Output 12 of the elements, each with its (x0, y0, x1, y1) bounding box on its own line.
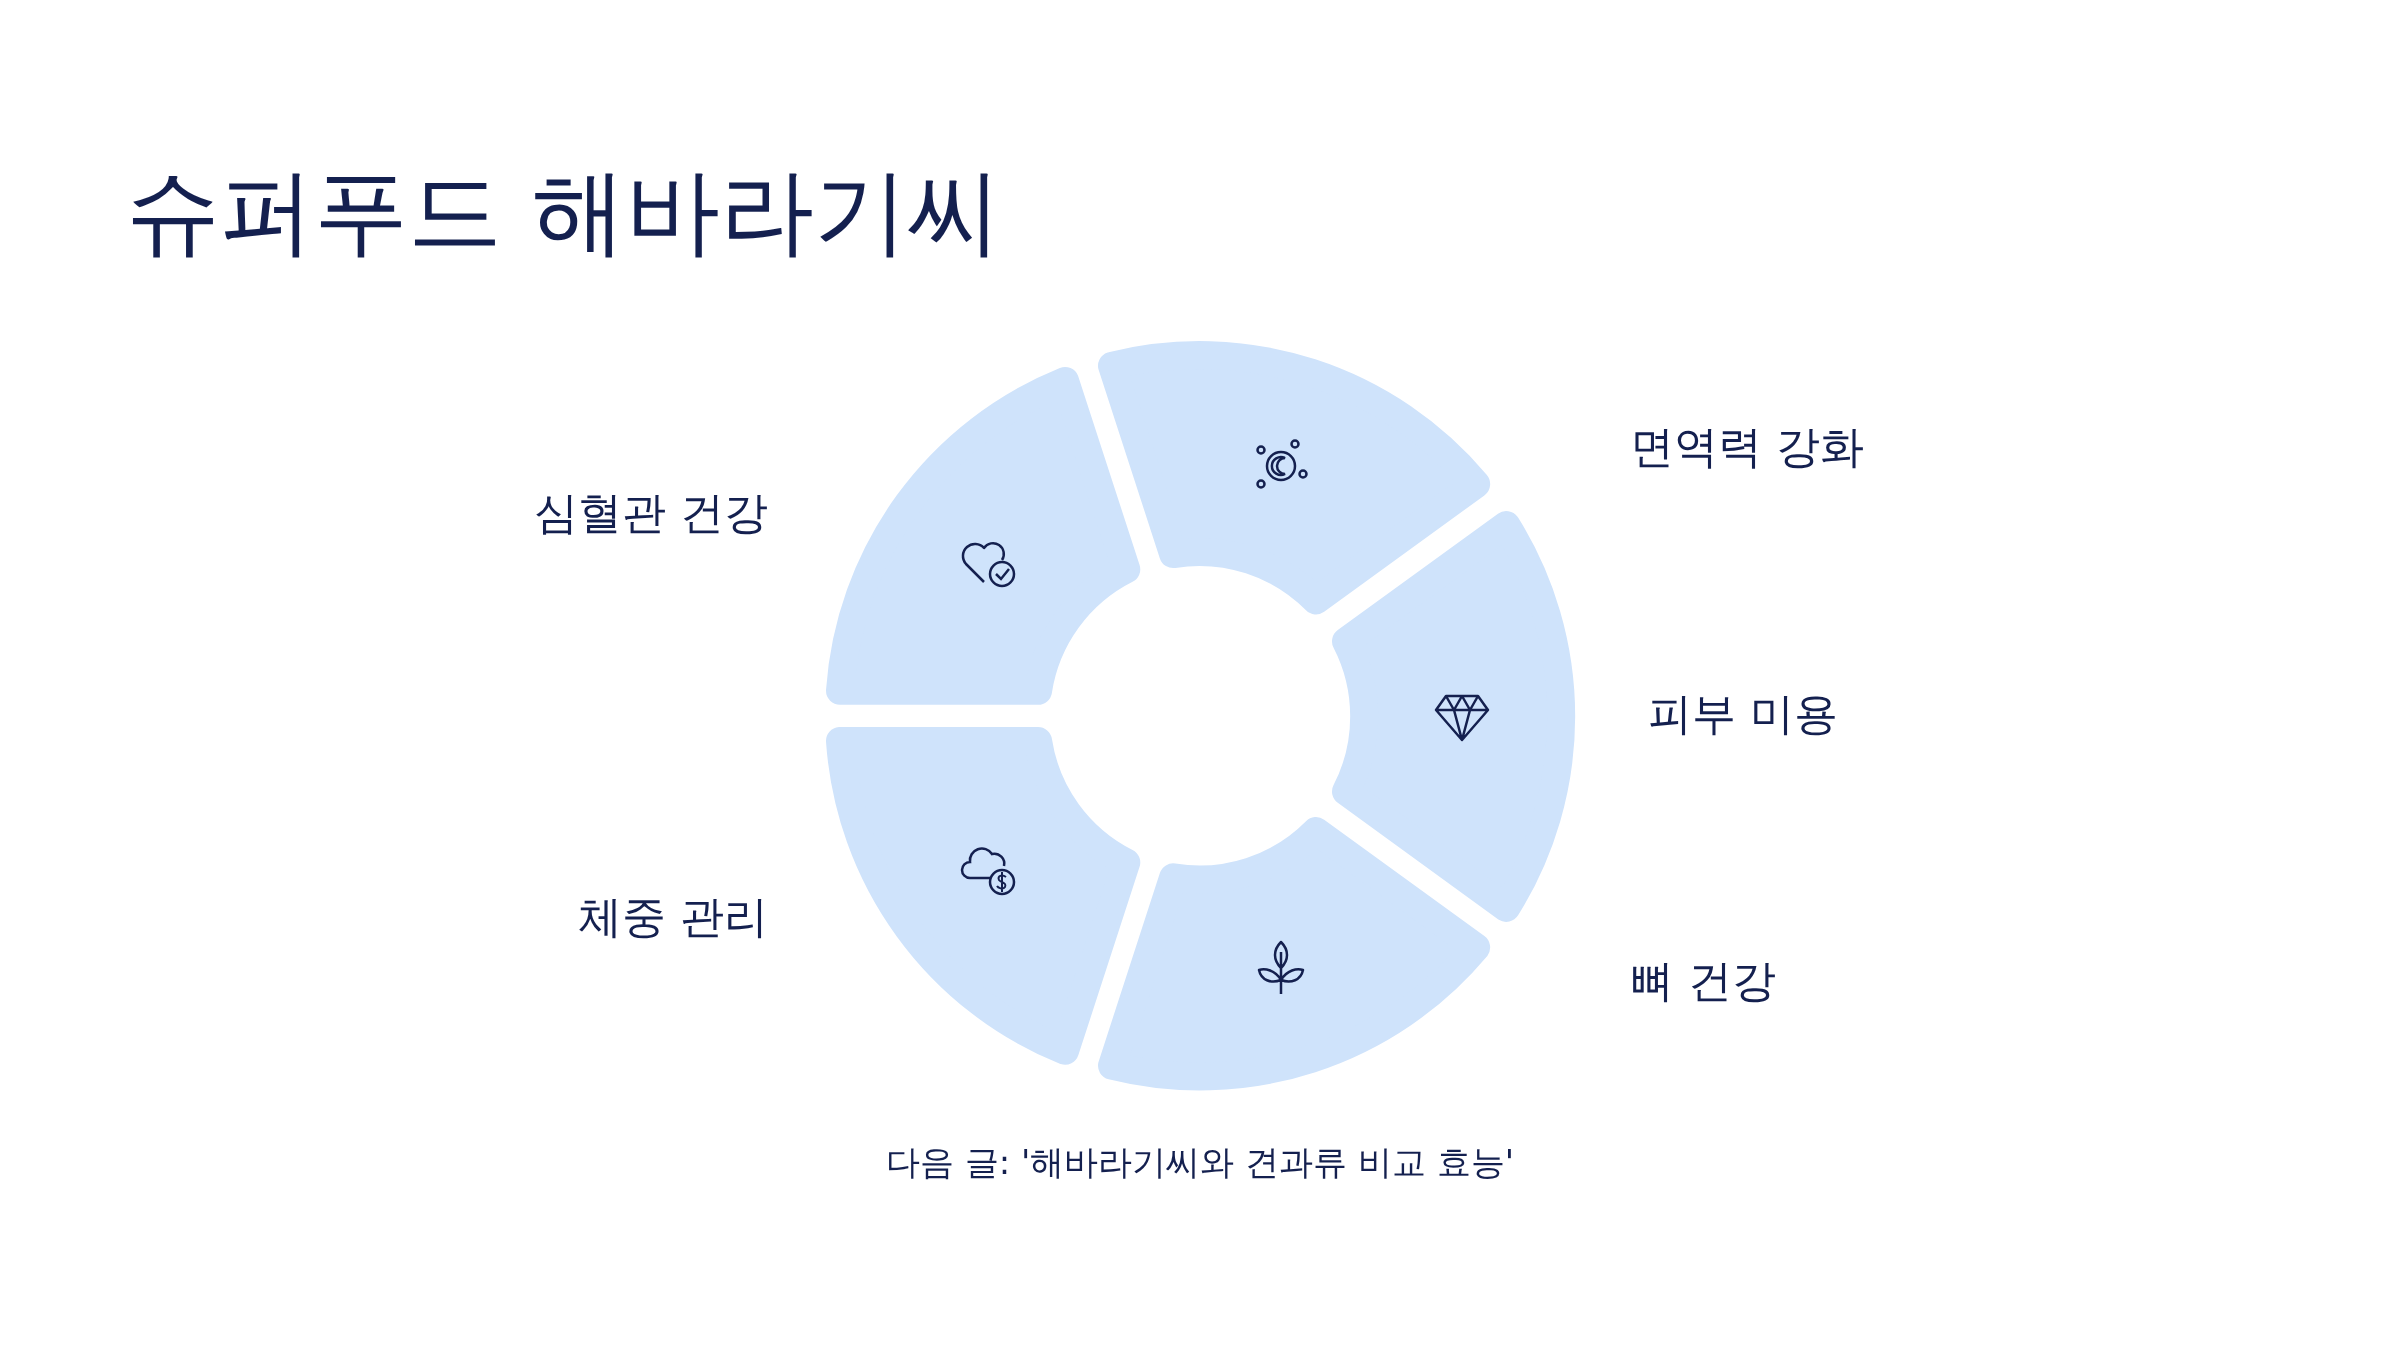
title: 슈퍼푸드 해바라기씨 (126, 160, 1002, 264)
ring-segment (825, 727, 1141, 1065)
ring-segment (1098, 817, 1491, 1091)
ring-segment (825, 367, 1141, 705)
ring-segment (1098, 341, 1491, 615)
segment-label: 체중 관리 (578, 891, 768, 944)
segment-label: 심혈관 건강 (534, 487, 768, 540)
segment-label: 뼈 건강 (1630, 955, 1776, 1008)
segment-label: 면역력 강화 (1630, 421, 1864, 474)
segment-label: 피부 미용 (1648, 688, 1838, 741)
ring-segment (1331, 510, 1575, 922)
caption: 다음 글: '해바라기씨와 견과류 비교 효능' (885, 1142, 1515, 1182)
